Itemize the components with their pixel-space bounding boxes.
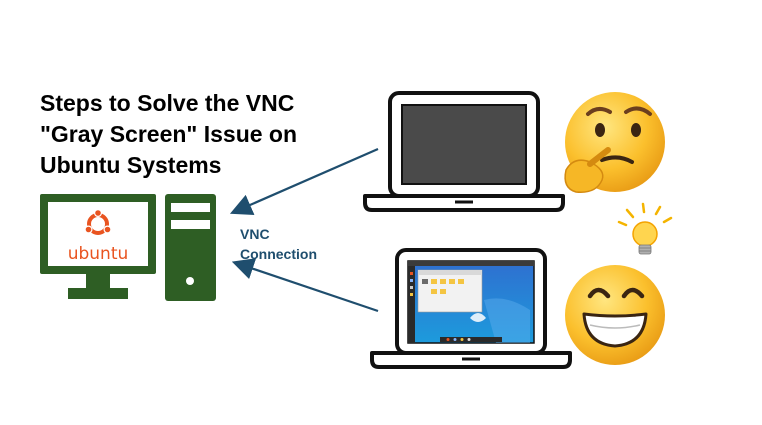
lightbulb-icon	[617, 202, 673, 255]
title-line-2: "Gray Screen" Issue on	[40, 121, 298, 147]
vnc-label-line-1: VNC	[240, 226, 270, 242]
thinking-face-icon	[564, 92, 665, 193]
vnc-label-line-2: Connection	[240, 246, 317, 262]
arrow-from-working-laptop	[231, 258, 379, 313]
laptop-1-gray-screen	[401, 104, 527, 185]
ubuntu-logo-icon	[84, 209, 112, 235]
vnc-connection-label: VNC Connection	[240, 224, 317, 264]
grinning-face-icon	[565, 265, 665, 365]
laptop-gray-screen-icon	[363, 91, 565, 212]
monitor-base	[68, 288, 128, 299]
title-line-3: Ubuntu Systems	[40, 152, 222, 178]
title-line-1: Steps to Solve the VNC	[40, 90, 295, 116]
monitor-neck	[86, 274, 110, 288]
tower-drive-bay-2	[171, 220, 210, 229]
page-title: Steps to Solve the VNC "Gray Screen" Iss…	[40, 88, 340, 181]
laptop-2-desktop-screen	[407, 260, 535, 344]
laptop-working-desktop-icon	[370, 248, 572, 369]
tower-drive-bay-1	[171, 203, 210, 212]
tower-power-button	[186, 277, 194, 285]
arrow-from-gray-laptop	[229, 147, 379, 216]
ubuntu-wordmark: ubuntu	[68, 244, 129, 264]
desktop-computer-icon: ubuntu	[40, 194, 156, 299]
tower-case-icon	[165, 194, 216, 301]
